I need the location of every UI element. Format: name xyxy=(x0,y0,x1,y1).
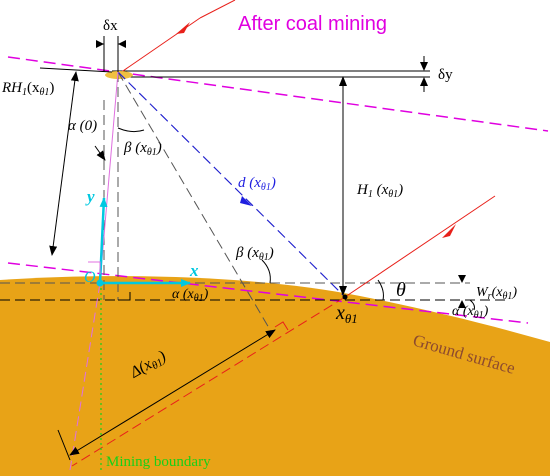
d-line xyxy=(117,71,346,298)
x-axis-label: x xyxy=(189,261,199,280)
alpha-mid-label: α (xθ1) xyxy=(172,287,209,304)
wr-arrow-top xyxy=(458,275,466,283)
alpha0-label: α (0) xyxy=(68,118,97,134)
wr-arrow-bottom xyxy=(458,300,466,308)
title: After coal mining xyxy=(238,13,387,35)
rh1-tick-top xyxy=(39,67,113,73)
rh1-arrow xyxy=(49,71,79,256)
y-axis-line xyxy=(98,197,108,284)
beta-top-arc xyxy=(117,127,145,133)
pink-normal-line xyxy=(99,71,119,284)
beta-mid-arc xyxy=(261,259,271,284)
beta-line-2 xyxy=(117,71,273,334)
origin-label: O xyxy=(84,269,96,286)
origin-point xyxy=(96,279,104,287)
beta-top-label: β (xθ1) xyxy=(123,140,162,158)
red-dashed-down xyxy=(71,296,346,467)
right-angle-delta xyxy=(274,321,289,331)
theta-arc xyxy=(377,279,384,301)
d-label: d (xθ1) xyxy=(238,175,276,193)
dy-arrow-top xyxy=(420,62,428,71)
theta-label: θ xyxy=(396,279,406,301)
alpha-right-arc xyxy=(469,299,475,311)
wr-label: Wr(xθ1) xyxy=(476,285,517,302)
beta-mid-label: β (xθ1) xyxy=(235,245,274,263)
d-arrow xyxy=(240,196,252,206)
x-theta-point xyxy=(342,294,348,300)
subsidence-lens xyxy=(105,71,133,79)
rh1-label: RH1(xθ1) xyxy=(1,80,54,98)
delta-y-label: δy xyxy=(438,67,453,83)
upper-slope-line xyxy=(7,56,549,132)
mining-boundary-label: Mining boundary xyxy=(106,454,211,470)
x-theta-label: xθ1 xyxy=(335,302,358,326)
red-ray-top xyxy=(119,17,201,74)
red-ray-top-ext xyxy=(199,0,236,19)
delta-x-label: δx xyxy=(103,18,118,34)
red-ray-top-arrow xyxy=(176,22,190,34)
red-ray-right-arrow xyxy=(442,224,456,238)
alpha0-arrow xyxy=(94,145,106,161)
delta-dimension xyxy=(69,329,276,456)
alpha-right-label: α (xθ1) xyxy=(452,304,489,321)
h1-label: H1 (xθ1) xyxy=(356,182,403,200)
right-angle-origin xyxy=(88,261,101,274)
dy-arrow-bottom xyxy=(420,77,428,86)
ground-slope-line xyxy=(7,262,529,324)
delta-tick-bottom xyxy=(57,429,71,461)
y-axis-label: y xyxy=(85,187,95,206)
red-ray-right xyxy=(344,195,496,298)
right-angle-bottom xyxy=(118,292,131,301)
